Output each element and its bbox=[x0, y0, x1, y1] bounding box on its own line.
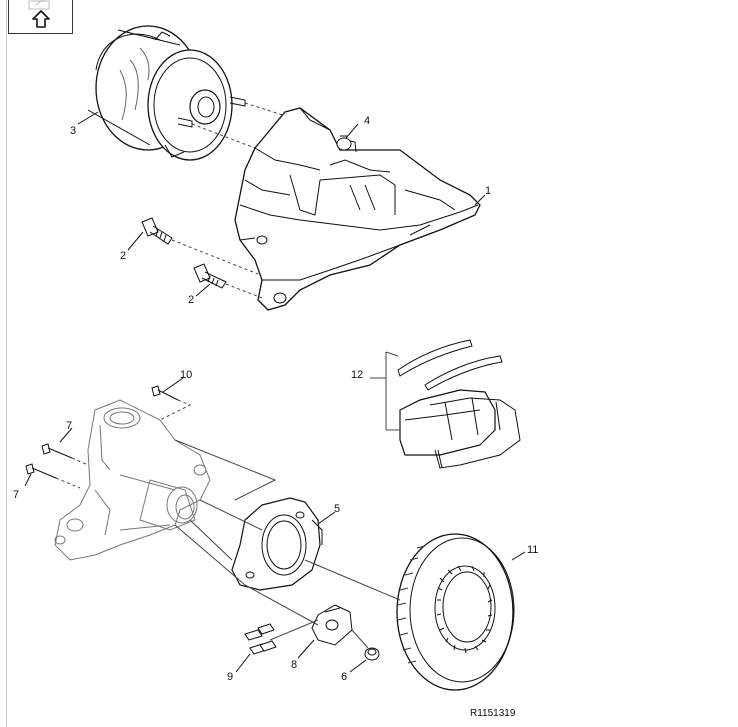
callout-6: 6 bbox=[341, 671, 347, 683]
up-arrow-icon bbox=[32, 10, 50, 28]
callout-10: 10 bbox=[180, 369, 192, 381]
edit-pencil-icon bbox=[28, 0, 50, 10]
caliper-bolt-lower bbox=[193, 263, 227, 289]
anchor-plate-part bbox=[54, 399, 211, 561]
callout-3: 3 bbox=[70, 125, 76, 137]
callout-8: 8 bbox=[291, 659, 297, 671]
callout-7-lower: 7 bbox=[13, 489, 19, 501]
anchor-bolt-7-upper bbox=[41, 443, 73, 459]
callout-9: 9 bbox=[227, 671, 233, 683]
callout-11: 11 bbox=[527, 544, 538, 556]
mounting-nut-part bbox=[364, 647, 380, 661]
dust-shield-part bbox=[231, 497, 323, 591]
callout-5: 5 bbox=[334, 503, 340, 515]
brake-pad-set-part bbox=[397, 339, 521, 469]
drawing-reference-code: R1151319 bbox=[470, 708, 516, 719]
callout-7-upper: 7 bbox=[66, 420, 72, 432]
caliper-bolt-upper bbox=[141, 217, 173, 245]
cable-clip-part bbox=[244, 623, 277, 655]
caliper-housing-part bbox=[234, 107, 481, 311]
brake-chamber-part bbox=[87, 25, 246, 161]
callout-2-upper: 2 bbox=[120, 250, 126, 262]
callout-2-lower: 2 bbox=[188, 294, 194, 306]
callout-4: 4 bbox=[364, 115, 370, 127]
anchor-bolt-7-lower bbox=[25, 463, 57, 479]
hub-bolt-10 bbox=[151, 385, 179, 401]
wear-sensor-part bbox=[311, 604, 353, 646]
callout-12: 12 bbox=[351, 369, 363, 381]
brake-disc-part bbox=[396, 533, 515, 691]
callout-1: 1 bbox=[485, 185, 491, 197]
sealing-plug-part bbox=[336, 135, 352, 151]
left-frame-divider bbox=[6, 0, 7, 727]
navigate-up-button[interactable] bbox=[8, 0, 73, 34]
